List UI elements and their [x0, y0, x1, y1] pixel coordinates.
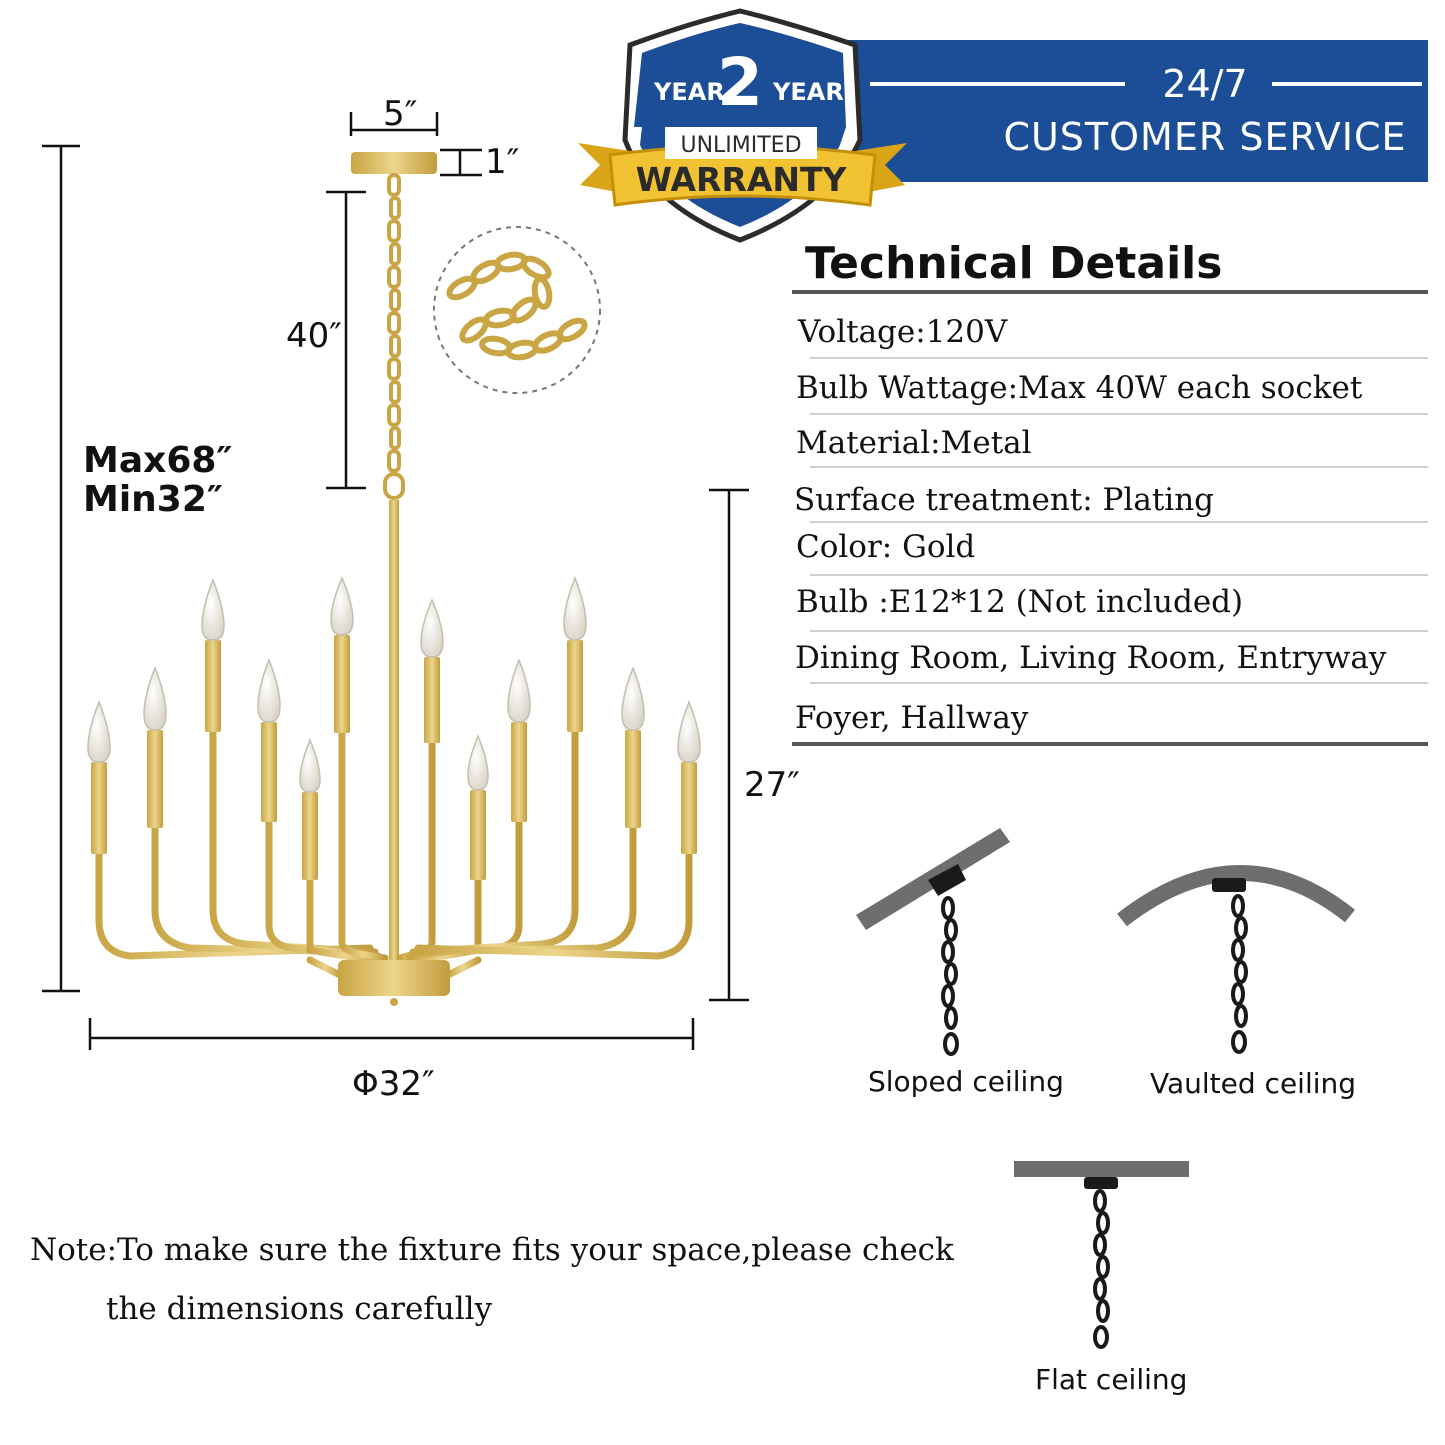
spec-rooms-2: Foyer, Hallway	[795, 700, 1029, 736]
warranty-ribbon-text: WARRANTY	[636, 160, 848, 199]
chandelier-arms	[95, 726, 693, 979]
note-line-2: the dimensions carefully	[106, 1291, 493, 1327]
customer-service-banner	[830, 40, 1428, 182]
vaulted-ceiling-label: Vaulted ceiling	[1150, 1067, 1357, 1100]
spec-rooms: Dining Room, Living Room, Entryway	[795, 640, 1387, 676]
chain-length-label: 40″	[286, 316, 342, 356]
center-hub	[338, 960, 450, 996]
service-hours: 24/7	[1162, 62, 1248, 106]
overall-height-dimension	[42, 144, 80, 993]
vaulted-ceiling-diagram	[1117, 865, 1355, 1054]
warranty-number: 2	[717, 44, 763, 121]
canopy-width-label: 5″	[383, 94, 418, 134]
flat-ceiling-label: Flat ceiling	[1035, 1363, 1188, 1396]
banner-divider-left	[870, 82, 1125, 86]
banner-divider-right	[1272, 82, 1422, 86]
spec-color: Color: Gold	[796, 529, 976, 565]
center-rod	[389, 500, 399, 960]
chain-length-dimension	[326, 190, 366, 490]
service-label: CUSTOMER SERVICE	[1003, 115, 1407, 159]
canopy-height-label: 1″	[485, 142, 520, 182]
title-rule	[792, 290, 1428, 294]
canopy	[351, 152, 437, 174]
sloped-ceiling-diagram	[856, 828, 1010, 1056]
spec-voltage: Voltage:120V	[798, 314, 1008, 350]
diameter-label: Φ32″	[352, 1064, 435, 1104]
flat-ceiling-diagram	[1014, 1161, 1189, 1349]
bottom-rule	[792, 742, 1428, 746]
sloped-ceiling-label: Sloped ceiling	[868, 1065, 1064, 1098]
warranty-year-left: YEAR	[653, 78, 725, 106]
body-height-label: 27″	[744, 765, 800, 805]
spec-separator	[810, 357, 1428, 359]
spec-material: Material:Metal	[796, 425, 1032, 461]
spec-bulb: Bulb :E12*12 (Not included)	[796, 584, 1244, 620]
canopy-width-dimension	[349, 112, 482, 177]
spec-surface: Surface treatment: Plating	[794, 482, 1214, 518]
spec-separator	[810, 466, 1428, 468]
warranty-unlimited: UNLIMITED	[680, 133, 801, 158]
body-height-dimension	[709, 488, 749, 1002]
ceiling-type-diagrams	[856, 828, 1355, 1056]
note-line-1: Note:To make sure the fixture fits your …	[30, 1232, 954, 1268]
spec-separator	[810, 574, 1428, 576]
min-height-label: Min32″	[83, 479, 223, 520]
spec-separator	[810, 630, 1428, 632]
spec-wattage: Bulb Wattage:Max 40W each socket	[796, 370, 1363, 406]
max-height-label: Max68″	[83, 440, 233, 481]
warranty-year-right: YEAR	[772, 78, 844, 106]
chain-detail	[433, 226, 601, 394]
candle-sleeves	[91, 635, 697, 880]
candle-bulbs	[87, 575, 701, 793]
spec-separator	[810, 413, 1428, 415]
chandelier-dimension-drawing	[42, 112, 749, 1050]
spec-separator	[810, 521, 1428, 523]
warranty-badge: YEAR 2 YEAR UNLIMITED WARRANTY	[578, 8, 907, 243]
chain	[383, 173, 405, 500]
diameter-dimension	[88, 1018, 695, 1050]
spec-separator	[810, 682, 1428, 684]
technical-details-title: Technical Details	[805, 238, 1223, 289]
